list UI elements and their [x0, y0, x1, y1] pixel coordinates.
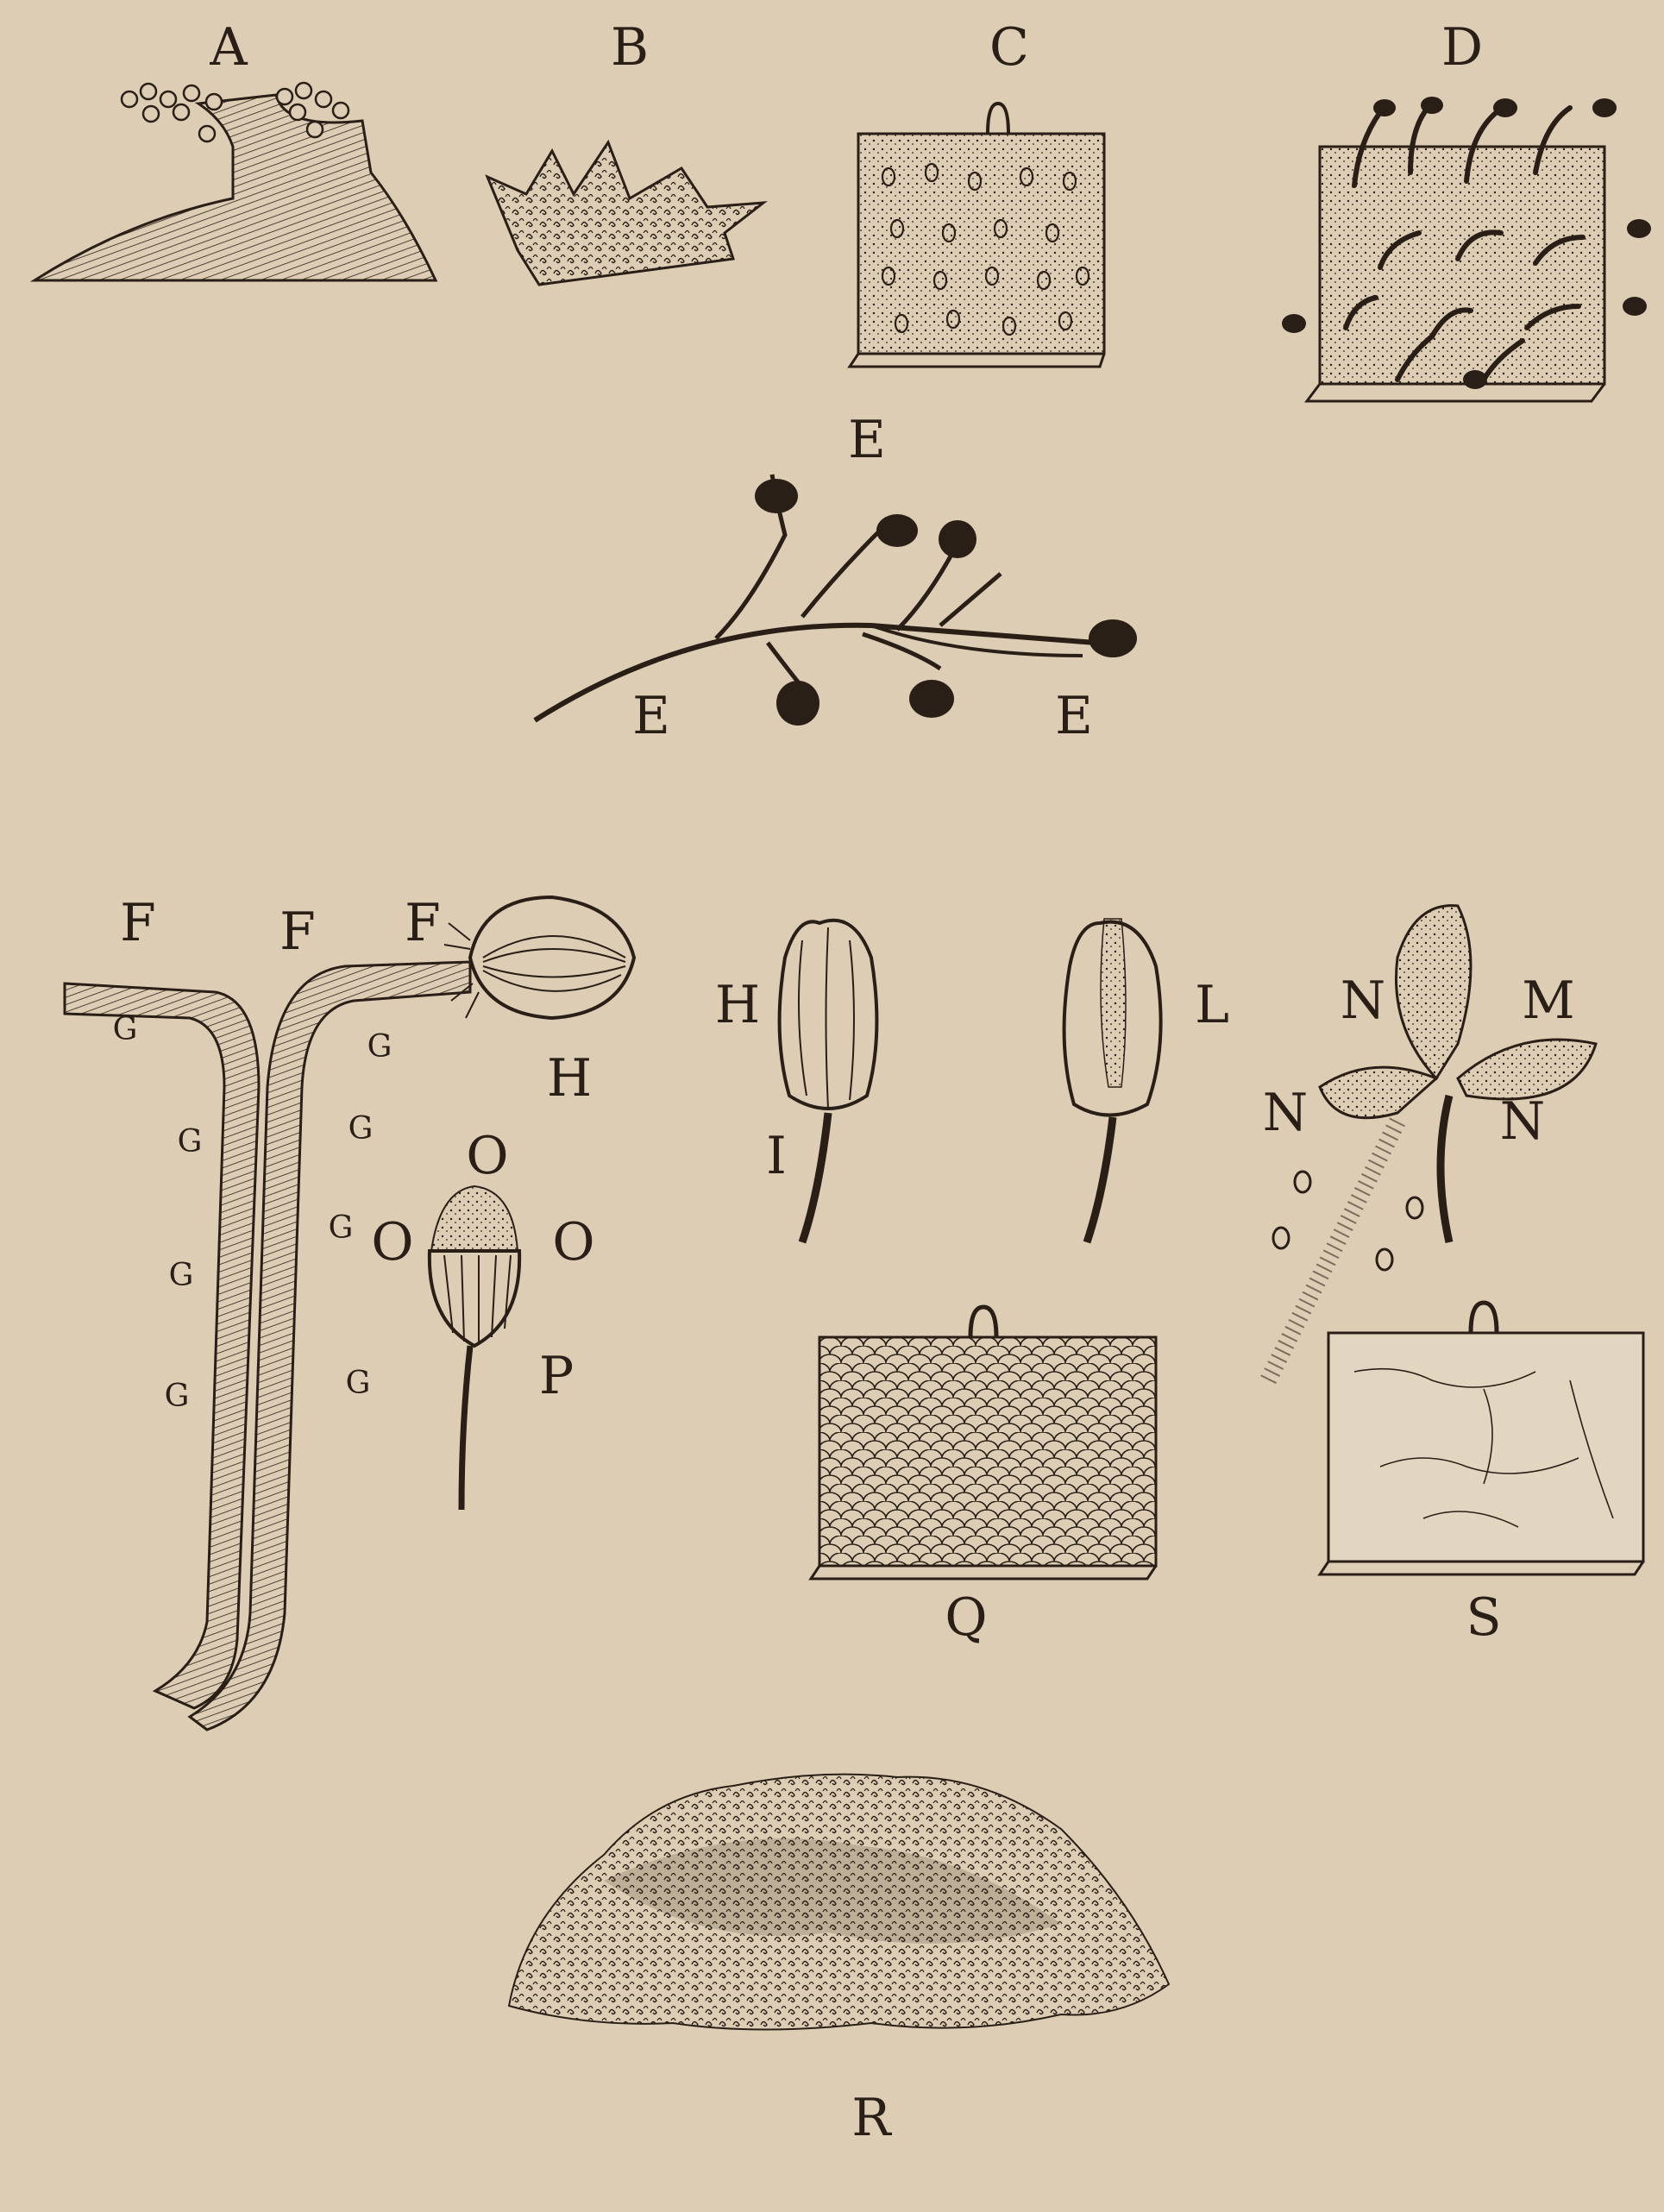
label-g-2: G: [367, 1029, 392, 1065]
figure-b: B: [487, 17, 763, 285]
label-g-4: G: [348, 1111, 374, 1147]
label-g-5: G: [329, 1210, 354, 1246]
figure-l: L: [1064, 919, 1229, 1242]
label-a: A: [209, 17, 248, 78]
label-o-top: O: [466, 1126, 508, 1186]
label-m: M: [1522, 971, 1574, 1031]
label-o-left: O: [371, 1212, 413, 1273]
label-g-8: G: [346, 1366, 371, 1401]
label-n-3: N: [1500, 1091, 1546, 1152]
figure-h-bud: H: [444, 897, 634, 1109]
label-g-3: G: [178, 1124, 203, 1159]
label-g-7: G: [165, 1379, 190, 1414]
label-q: Q: [945, 1587, 987, 1648]
label-h-1: H: [547, 1048, 592, 1109]
figure-q: Q: [811, 1307, 1156, 1648]
label-f-2: F: [279, 902, 316, 962]
figure-d: D: [1282, 17, 1651, 401]
figure-c: C: [850, 17, 1104, 367]
label-o-right: O: [552, 1212, 594, 1273]
figure-m-n: N M N N: [1263, 906, 1596, 1380]
label-f-3: F: [405, 893, 441, 953]
label-i: I: [766, 1126, 787, 1186]
label-f-1: F: [120, 893, 156, 953]
figure-s: S: [1320, 1303, 1643, 1648]
label-g-1: G: [113, 1012, 138, 1047]
label-e-right: E: [1055, 686, 1093, 746]
label-n-2: N: [1263, 1083, 1309, 1143]
label-e-top: E: [848, 410, 886, 470]
figure-r: R: [509, 1775, 1169, 2148]
label-c: C: [989, 17, 1029, 78]
figure-p: O O O P: [371, 1126, 594, 1510]
figure-e: E E E: [535, 410, 1137, 746]
figure-h-i: H I: [715, 921, 877, 1242]
label-n-1: N: [1341, 971, 1386, 1031]
figure-a: A: [35, 17, 436, 280]
label-b: B: [611, 17, 649, 78]
label-h-2: H: [715, 975, 760, 1035]
label-r: R: [851, 2088, 892, 2148]
label-d: D: [1441, 17, 1483, 78]
figure-f-stalk: F F F G G G G G G G G: [65, 893, 470, 1730]
label-p: P: [539, 1346, 574, 1406]
label-l: L: [1195, 975, 1229, 1035]
label-s: S: [1466, 1587, 1501, 1648]
label-e-left: E: [632, 686, 670, 746]
label-g-6: G: [169, 1258, 194, 1293]
